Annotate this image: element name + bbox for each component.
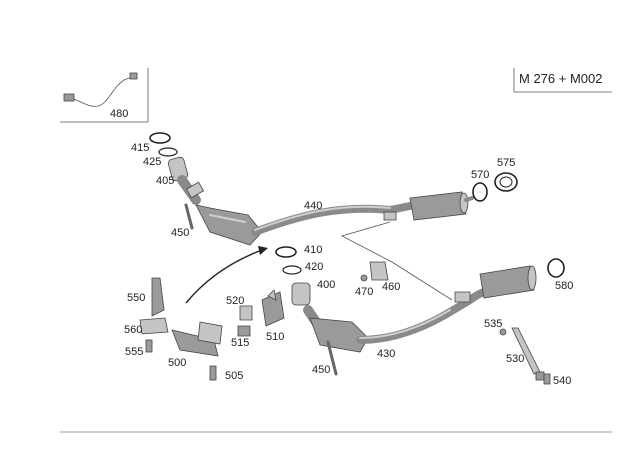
callout-575: 575 (497, 157, 515, 169)
callout-415: 415 (131, 142, 149, 154)
callout-505: 505 (225, 370, 243, 382)
engine-code-box: M 276 + M002 (513, 68, 612, 93)
callout-420: 420 (305, 261, 323, 273)
bracket-assembly-center (237, 289, 285, 337)
callout-500: 500 (168, 357, 186, 369)
lower-catalytic-converter (275, 246, 369, 353)
callout-530: 530 (506, 353, 524, 365)
callouts: 415 425 405 450 440 570 575 410 420 400 … (124, 142, 573, 387)
callout-425: 425 (143, 156, 161, 168)
oxygen-sensors-450 (184, 203, 338, 376)
pipe-440 (251, 191, 474, 236)
callout-405: 405 (156, 175, 174, 187)
rings-570-575 (472, 172, 518, 202)
callout-515: 515 (231, 337, 249, 349)
callout-480: 480 (110, 108, 128, 120)
callout-540: 540 (553, 375, 571, 387)
callout-560: 560 (124, 324, 142, 336)
bracket-assembly-left (139, 277, 223, 381)
callout-555: 555 (125, 346, 143, 358)
callout-535: 535 (484, 318, 502, 330)
upper-catalytic-converter (149, 132, 263, 246)
ring-580 (547, 258, 565, 278)
oxygen-sensor-inset: 480 (60, 68, 149, 123)
callout-450-upper: 450 (171, 227, 189, 239)
callout-520: 520 (226, 295, 244, 307)
callout-570: 570 (471, 169, 489, 181)
pipe-430 (356, 265, 537, 344)
callout-440: 440 (304, 200, 322, 212)
connector-lines (340, 221, 453, 301)
callout-550: 550 (127, 292, 145, 304)
callout-410: 410 (304, 244, 322, 256)
callout-430: 430 (377, 348, 395, 360)
engine-code-label: M 276 + M002 (519, 71, 602, 86)
callout-460: 460 (382, 281, 400, 293)
direction-arrow (185, 246, 268, 304)
hanger-assembly-right (499, 327, 551, 385)
callout-400: 400 (317, 279, 335, 291)
callout-580: 580 (555, 280, 573, 292)
callout-450-lower: 450 (312, 364, 330, 376)
callout-510: 510 (266, 331, 284, 343)
callout-470: 470 (355, 286, 373, 298)
